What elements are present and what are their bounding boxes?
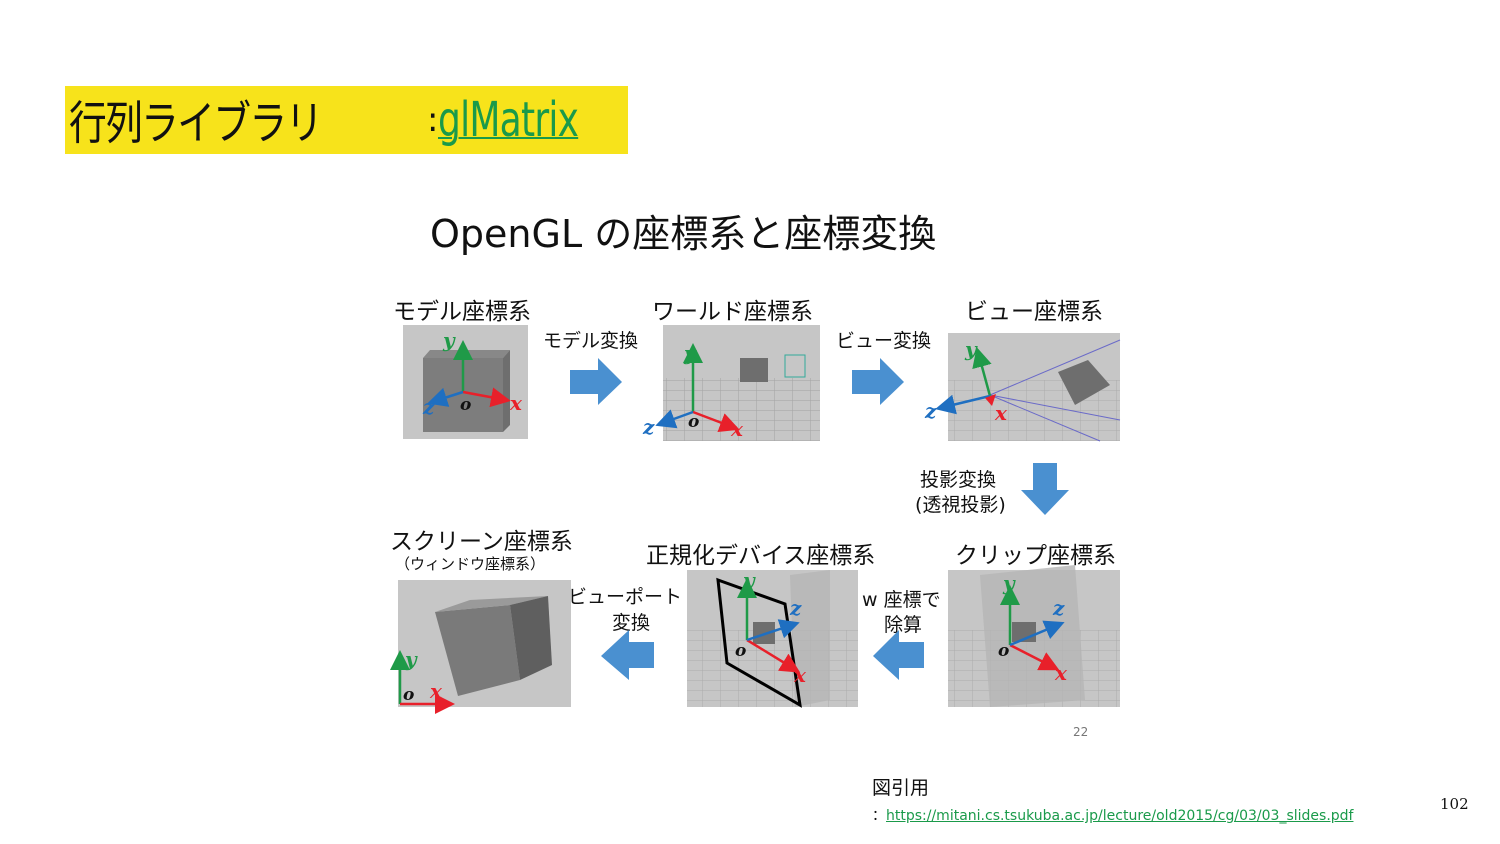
svg-text:y: y bbox=[683, 341, 697, 365]
clip-space-panel: y x z o bbox=[948, 565, 1120, 707]
svg-text:o: o bbox=[735, 641, 746, 661]
label-window-space: （ウィンドウ座標系） bbox=[395, 555, 546, 573]
world-space-panel: y x z o bbox=[642, 325, 820, 441]
label-model-space: モデル座標系 bbox=[393, 299, 531, 325]
label-w-divide: w 座標で bbox=[862, 589, 941, 611]
svg-text:z: z bbox=[1052, 596, 1065, 620]
label-division: 除算 bbox=[884, 614, 923, 636]
page-number: 102 bbox=[1440, 795, 1469, 813]
label-view-transform: ビュー変換 bbox=[836, 330, 932, 352]
label-world-space: ワールド座標系 bbox=[652, 299, 813, 325]
svg-text:z: z bbox=[642, 415, 655, 439]
ndc-space-panel: y x z o bbox=[687, 568, 858, 708]
figure-heading: OpenGL の座標系と座標変換 bbox=[430, 212, 937, 256]
label-viewport: ビューポート bbox=[568, 586, 683, 608]
credit-url-link[interactable]: https://mitani.cs.tsukuba.ac.jp/lecture/… bbox=[886, 808, 1354, 824]
model-space-panel: y x z o bbox=[403, 325, 528, 439]
arrow-down-icon bbox=[1021, 463, 1069, 515]
figure-credit-label: 図引用 bbox=[872, 777, 930, 799]
x-axis-label: x bbox=[509, 391, 523, 415]
title-highlight: 行列ライブラリ : glMatrix bbox=[65, 86, 629, 154]
svg-text:o: o bbox=[688, 412, 699, 432]
label-ndc-space: 正規化デバイス座標系 bbox=[646, 543, 876, 569]
label-clip-space: クリップ座標系 bbox=[955, 543, 1116, 569]
figure-credit-line: ：https://mitani.cs.tsukuba.ac.jp/lecture… bbox=[872, 805, 1353, 825]
svg-text:x: x bbox=[730, 417, 744, 441]
svg-text:y: y bbox=[1002, 571, 1016, 595]
svg-text:y: y bbox=[964, 337, 978, 361]
label-model-transform: モデル変換 bbox=[543, 330, 639, 352]
origin-label: o bbox=[460, 395, 471, 415]
title-separator: : bbox=[427, 100, 439, 140]
view-space-panel: y x z bbox=[924, 333, 1121, 442]
svg-text:o: o bbox=[403, 685, 414, 705]
glmatrix-link[interactable]: glMatrix bbox=[438, 92, 579, 148]
slide-title-main: 行列ライブラリ bbox=[69, 96, 323, 150]
y-axis-label: y bbox=[442, 328, 456, 352]
label-perspective: (透視投影) bbox=[915, 494, 1006, 516]
arrow-left-icon bbox=[873, 630, 924, 680]
source-slide-number: 22 bbox=[1073, 725, 1089, 739]
screen-space-panel: y x o bbox=[390, 580, 571, 714]
svg-text:x: x bbox=[994, 401, 1008, 425]
label-screen-space: スクリーン座標系 bbox=[390, 529, 573, 555]
arrow-right-icon bbox=[570, 358, 622, 405]
arrow-right-icon bbox=[852, 358, 904, 405]
svg-text:z: z bbox=[789, 596, 802, 620]
svg-text:x: x bbox=[793, 663, 807, 687]
svg-text:y: y bbox=[404, 647, 418, 671]
z-axis-label: z bbox=[422, 395, 435, 419]
svg-text:x: x bbox=[1054, 661, 1068, 685]
svg-text:y: y bbox=[742, 568, 756, 592]
label-viewport-transform: 変換 bbox=[612, 612, 651, 634]
svg-text:o: o bbox=[998, 641, 1009, 661]
credit-prefix: ： bbox=[872, 808, 886, 824]
arrow-left-icon bbox=[601, 630, 654, 680]
label-projection-transform: 投影変換 bbox=[920, 469, 997, 491]
svg-text:x: x bbox=[429, 679, 443, 703]
svg-text:z: z bbox=[924, 399, 937, 423]
label-view-space: ビュー座標系 bbox=[965, 299, 1103, 325]
